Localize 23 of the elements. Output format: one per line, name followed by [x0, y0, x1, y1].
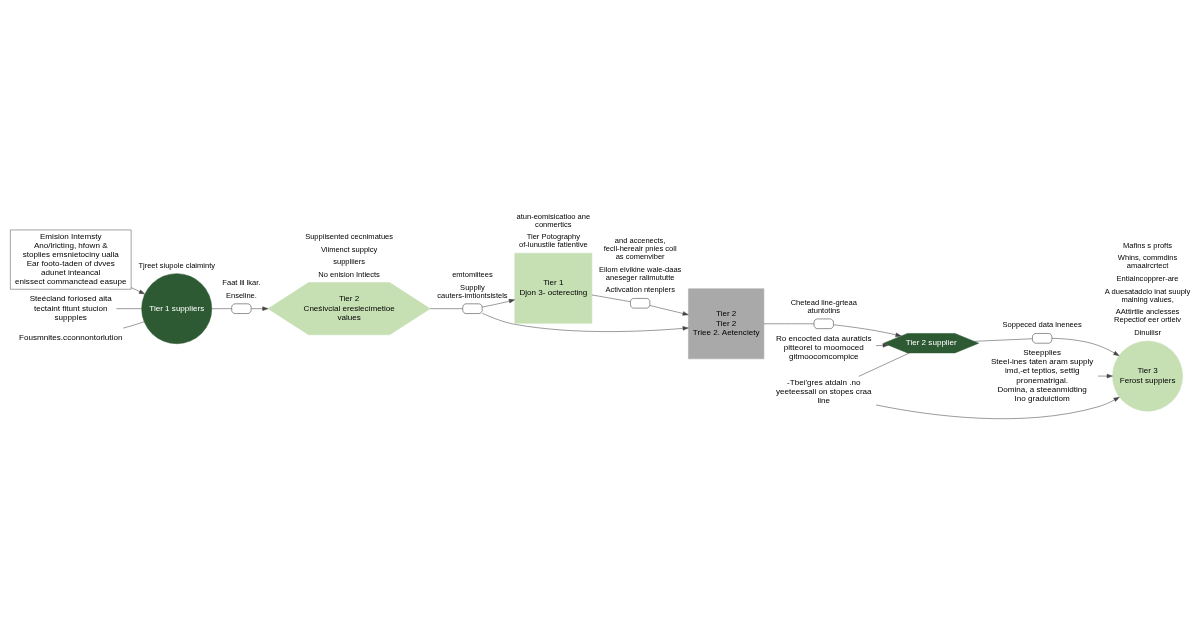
- arrow: [1051, 337, 1120, 356]
- arrow: [875, 396, 1120, 419]
- node-box: [630, 297, 651, 308]
- connector: [116, 307, 142, 309]
- arrow: [481, 298, 515, 307]
- arrow: [1097, 373, 1113, 378]
- node-box: [231, 303, 252, 314]
- connector: [429, 307, 463, 309]
- connector: [763, 323, 815, 324]
- node-box: [1032, 332, 1053, 343]
- connector: [858, 352, 910, 377]
- node-box: [462, 303, 483, 314]
- arrow: [875, 342, 889, 347]
- arrow: [130, 286, 145, 294]
- arrow: [833, 324, 902, 337]
- arrow: [649, 304, 689, 316]
- arrow: [481, 312, 689, 332]
- connector: [973, 338, 1033, 342]
- arrow: [250, 306, 269, 311]
- connector: [591, 294, 631, 302]
- connector: [211, 307, 232, 309]
- node-box: [813, 318, 834, 329]
- connector: [122, 321, 145, 328]
